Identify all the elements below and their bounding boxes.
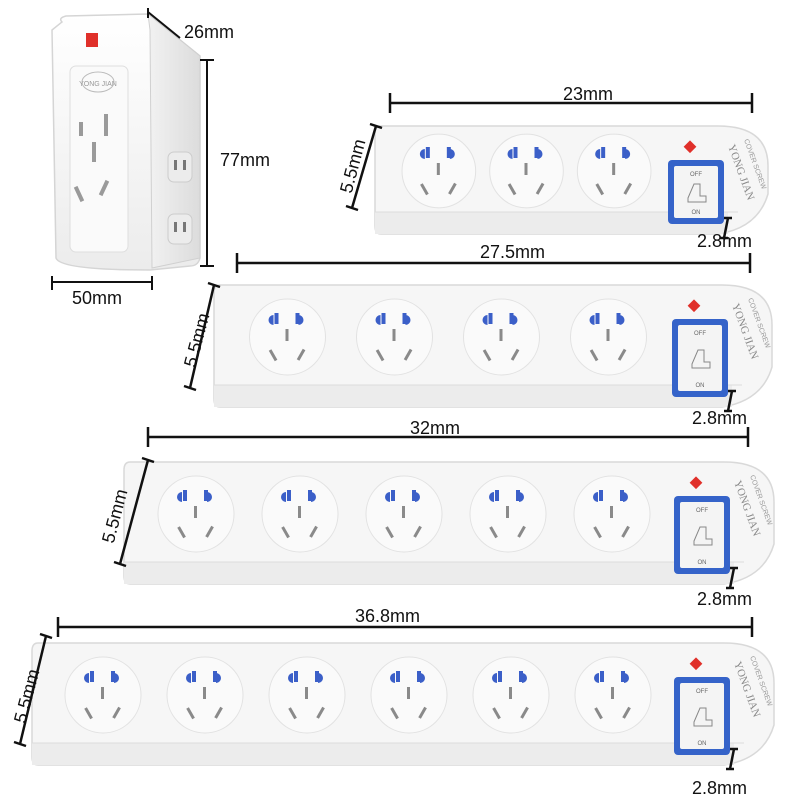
indicator-light <box>86 33 98 47</box>
outlet <box>166 656 244 734</box>
hand-icon <box>693 526 713 546</box>
switch-off-label: OFF <box>696 689 708 695</box>
outlet <box>268 656 346 734</box>
power-switch[interactable]: OFF ON <box>674 677 730 755</box>
outlet <box>573 475 651 553</box>
strip-3-thickness-label: 2.8mm <box>697 589 753 609</box>
outlet <box>365 475 443 553</box>
strip-4-dimensions <box>13 617 754 771</box>
switch-on-label: ON <box>698 741 707 747</box>
outlet <box>574 656 652 734</box>
outlet <box>401 133 477 209</box>
switch-on-label: ON <box>692 210 701 216</box>
outlet <box>472 656 550 734</box>
strip-4-thickness-label: 2.8mm <box>692 778 748 798</box>
indicator-light <box>689 657 703 671</box>
strip-1-thickness-label: 2.8mm <box>697 231 753 251</box>
power-switch[interactable]: OFF ON <box>668 160 724 224</box>
switch-off-label: OFF <box>696 508 708 514</box>
strip-2-length-label: 27.5mm <box>480 242 546 262</box>
hand-icon <box>691 349 711 369</box>
adapter-dimensions <box>51 8 214 290</box>
adapter-front-sockets <box>73 114 110 203</box>
hand-icon <box>693 707 713 727</box>
power-switch[interactable]: OFF ON <box>674 496 730 574</box>
outlet <box>469 475 547 553</box>
strip-4-length-label: 36.8mm <box>355 606 421 626</box>
adapter-logo-text: YONG JIAN <box>79 81 117 88</box>
switch-off-label: OFF <box>694 331 706 337</box>
strip-2-thickness-label: 2.8mm <box>692 408 748 428</box>
adapter-logo: YONG JIAN <box>79 71 117 93</box>
adapter-height-label: 77mm <box>220 150 271 170</box>
hand-icon <box>687 183 707 203</box>
adapter-width-label: 50mm <box>72 288 123 308</box>
outlet <box>576 133 652 209</box>
outlet <box>249 298 326 376</box>
adapter-depth-label: 26mm <box>184 22 235 42</box>
switch-on-label: ON <box>696 383 705 389</box>
outlet <box>489 133 564 209</box>
outlet <box>463 298 540 376</box>
switch-off-label: OFF <box>690 172 702 178</box>
outlet <box>261 475 339 553</box>
strip-3-length-label: 32mm <box>410 418 461 438</box>
outlet <box>356 298 433 376</box>
outlet <box>370 656 448 734</box>
adapter-body: YONG JIAN <box>51 12 201 271</box>
outlet <box>570 298 647 376</box>
strip-1-length-label: 23mm <box>563 84 614 104</box>
strip-1-dimensions <box>345 93 754 240</box>
power-switch[interactable]: OFF ON <box>672 319 728 397</box>
strip-3-dimensions <box>113 427 750 590</box>
switch-on-label: ON <box>698 560 707 566</box>
adapter-side-sockets <box>167 151 193 245</box>
outlet <box>64 656 142 734</box>
outlet <box>157 475 235 553</box>
strip-2-dimensions <box>183 253 752 413</box>
